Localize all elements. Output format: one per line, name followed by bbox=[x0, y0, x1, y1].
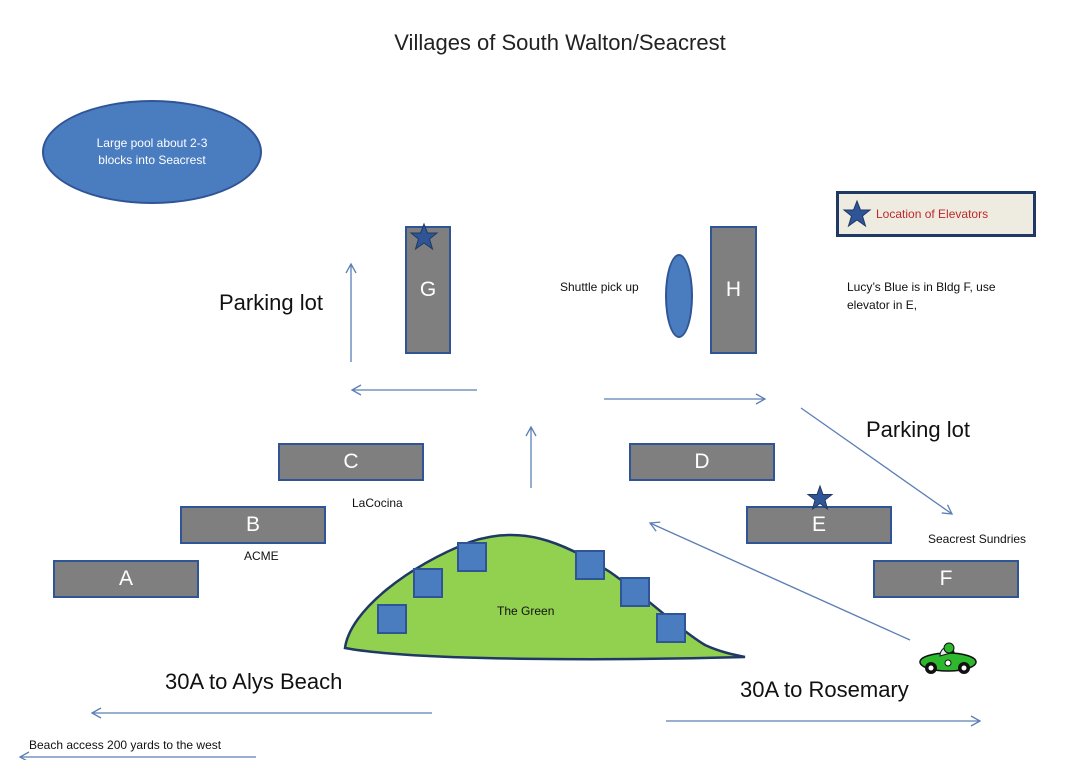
pool-text-line2: blocks into Seacrest bbox=[98, 153, 206, 167]
building-e[interactable]: E bbox=[746, 506, 892, 544]
building-g-label: G bbox=[419, 278, 437, 301]
building-c[interactable]: C bbox=[278, 443, 424, 481]
arrow-diagonal-to-sundries bbox=[800, 407, 954, 515]
building-h-label: H bbox=[725, 278, 742, 301]
beach-access-label: Beach access 200 yards to the west bbox=[29, 738, 222, 752]
pool-text-line1: Large pool about 2-3 bbox=[96, 136, 208, 150]
legend-label: Location of Elevators bbox=[876, 207, 989, 221]
building-a-label: A bbox=[118, 567, 133, 590]
elevator-star-icon-e bbox=[806, 484, 834, 511]
note-line2: elevator in E, bbox=[847, 298, 918, 312]
green-shop-5 bbox=[620, 577, 650, 607]
acme-label: ACME bbox=[244, 549, 279, 563]
building-e-label: E bbox=[811, 513, 826, 536]
arrow-diagonal-from-car bbox=[648, 521, 911, 641]
seacrest-sundries-label: Seacrest Sundries bbox=[928, 532, 1027, 546]
building-f-label: F bbox=[939, 567, 953, 590]
parking-lot-left-label: Parking lot bbox=[219, 290, 323, 315]
the-green-label: The Green bbox=[497, 604, 555, 618]
building-b[interactable]: B bbox=[180, 506, 326, 544]
car-icon bbox=[919, 642, 977, 674]
building-f[interactable]: F bbox=[873, 560, 1019, 598]
building-b-label: B bbox=[245, 513, 260, 536]
green-shop-3 bbox=[457, 542, 487, 572]
page-title: Villages of South Walton/Seacrest bbox=[394, 30, 726, 55]
elevator-legend: Location of Elevators bbox=[836, 191, 1036, 237]
pool-callout[interactable]: Large pool about 2-3 blocks into Seacres… bbox=[42, 100, 262, 204]
green-shop-6 bbox=[656, 613, 686, 643]
building-g[interactable]: G bbox=[405, 226, 451, 354]
green-shop-2 bbox=[413, 568, 443, 598]
building-d-label: D bbox=[694, 450, 710, 473]
green-shop-4 bbox=[575, 550, 605, 580]
building-c-label: C bbox=[343, 450, 359, 473]
building-a[interactable]: A bbox=[53, 560, 199, 598]
parking-lot-right-label: Parking lot bbox=[866, 417, 970, 442]
shuttle-label: Shuttle pick up bbox=[560, 280, 639, 294]
elevator-star-icon-g bbox=[409, 222, 439, 251]
building-d[interactable]: D bbox=[629, 443, 775, 481]
road-west-label: 30A to Alys Beach bbox=[165, 669, 343, 694]
star-icon bbox=[842, 199, 872, 228]
lacocina-label: LaCocina bbox=[352, 496, 403, 510]
lucys-blue-note: Lucy’s Blue is in Bldg F, use elevator i… bbox=[847, 278, 996, 314]
road-east-label: 30A to Rosemary bbox=[740, 677, 909, 702]
green-shop-1 bbox=[377, 604, 407, 634]
note-line1: Lucy’s Blue is in Bldg F, use bbox=[847, 280, 996, 294]
building-h[interactable]: H bbox=[710, 226, 757, 354]
shuttle-pickup-marker[interactable] bbox=[665, 254, 693, 338]
